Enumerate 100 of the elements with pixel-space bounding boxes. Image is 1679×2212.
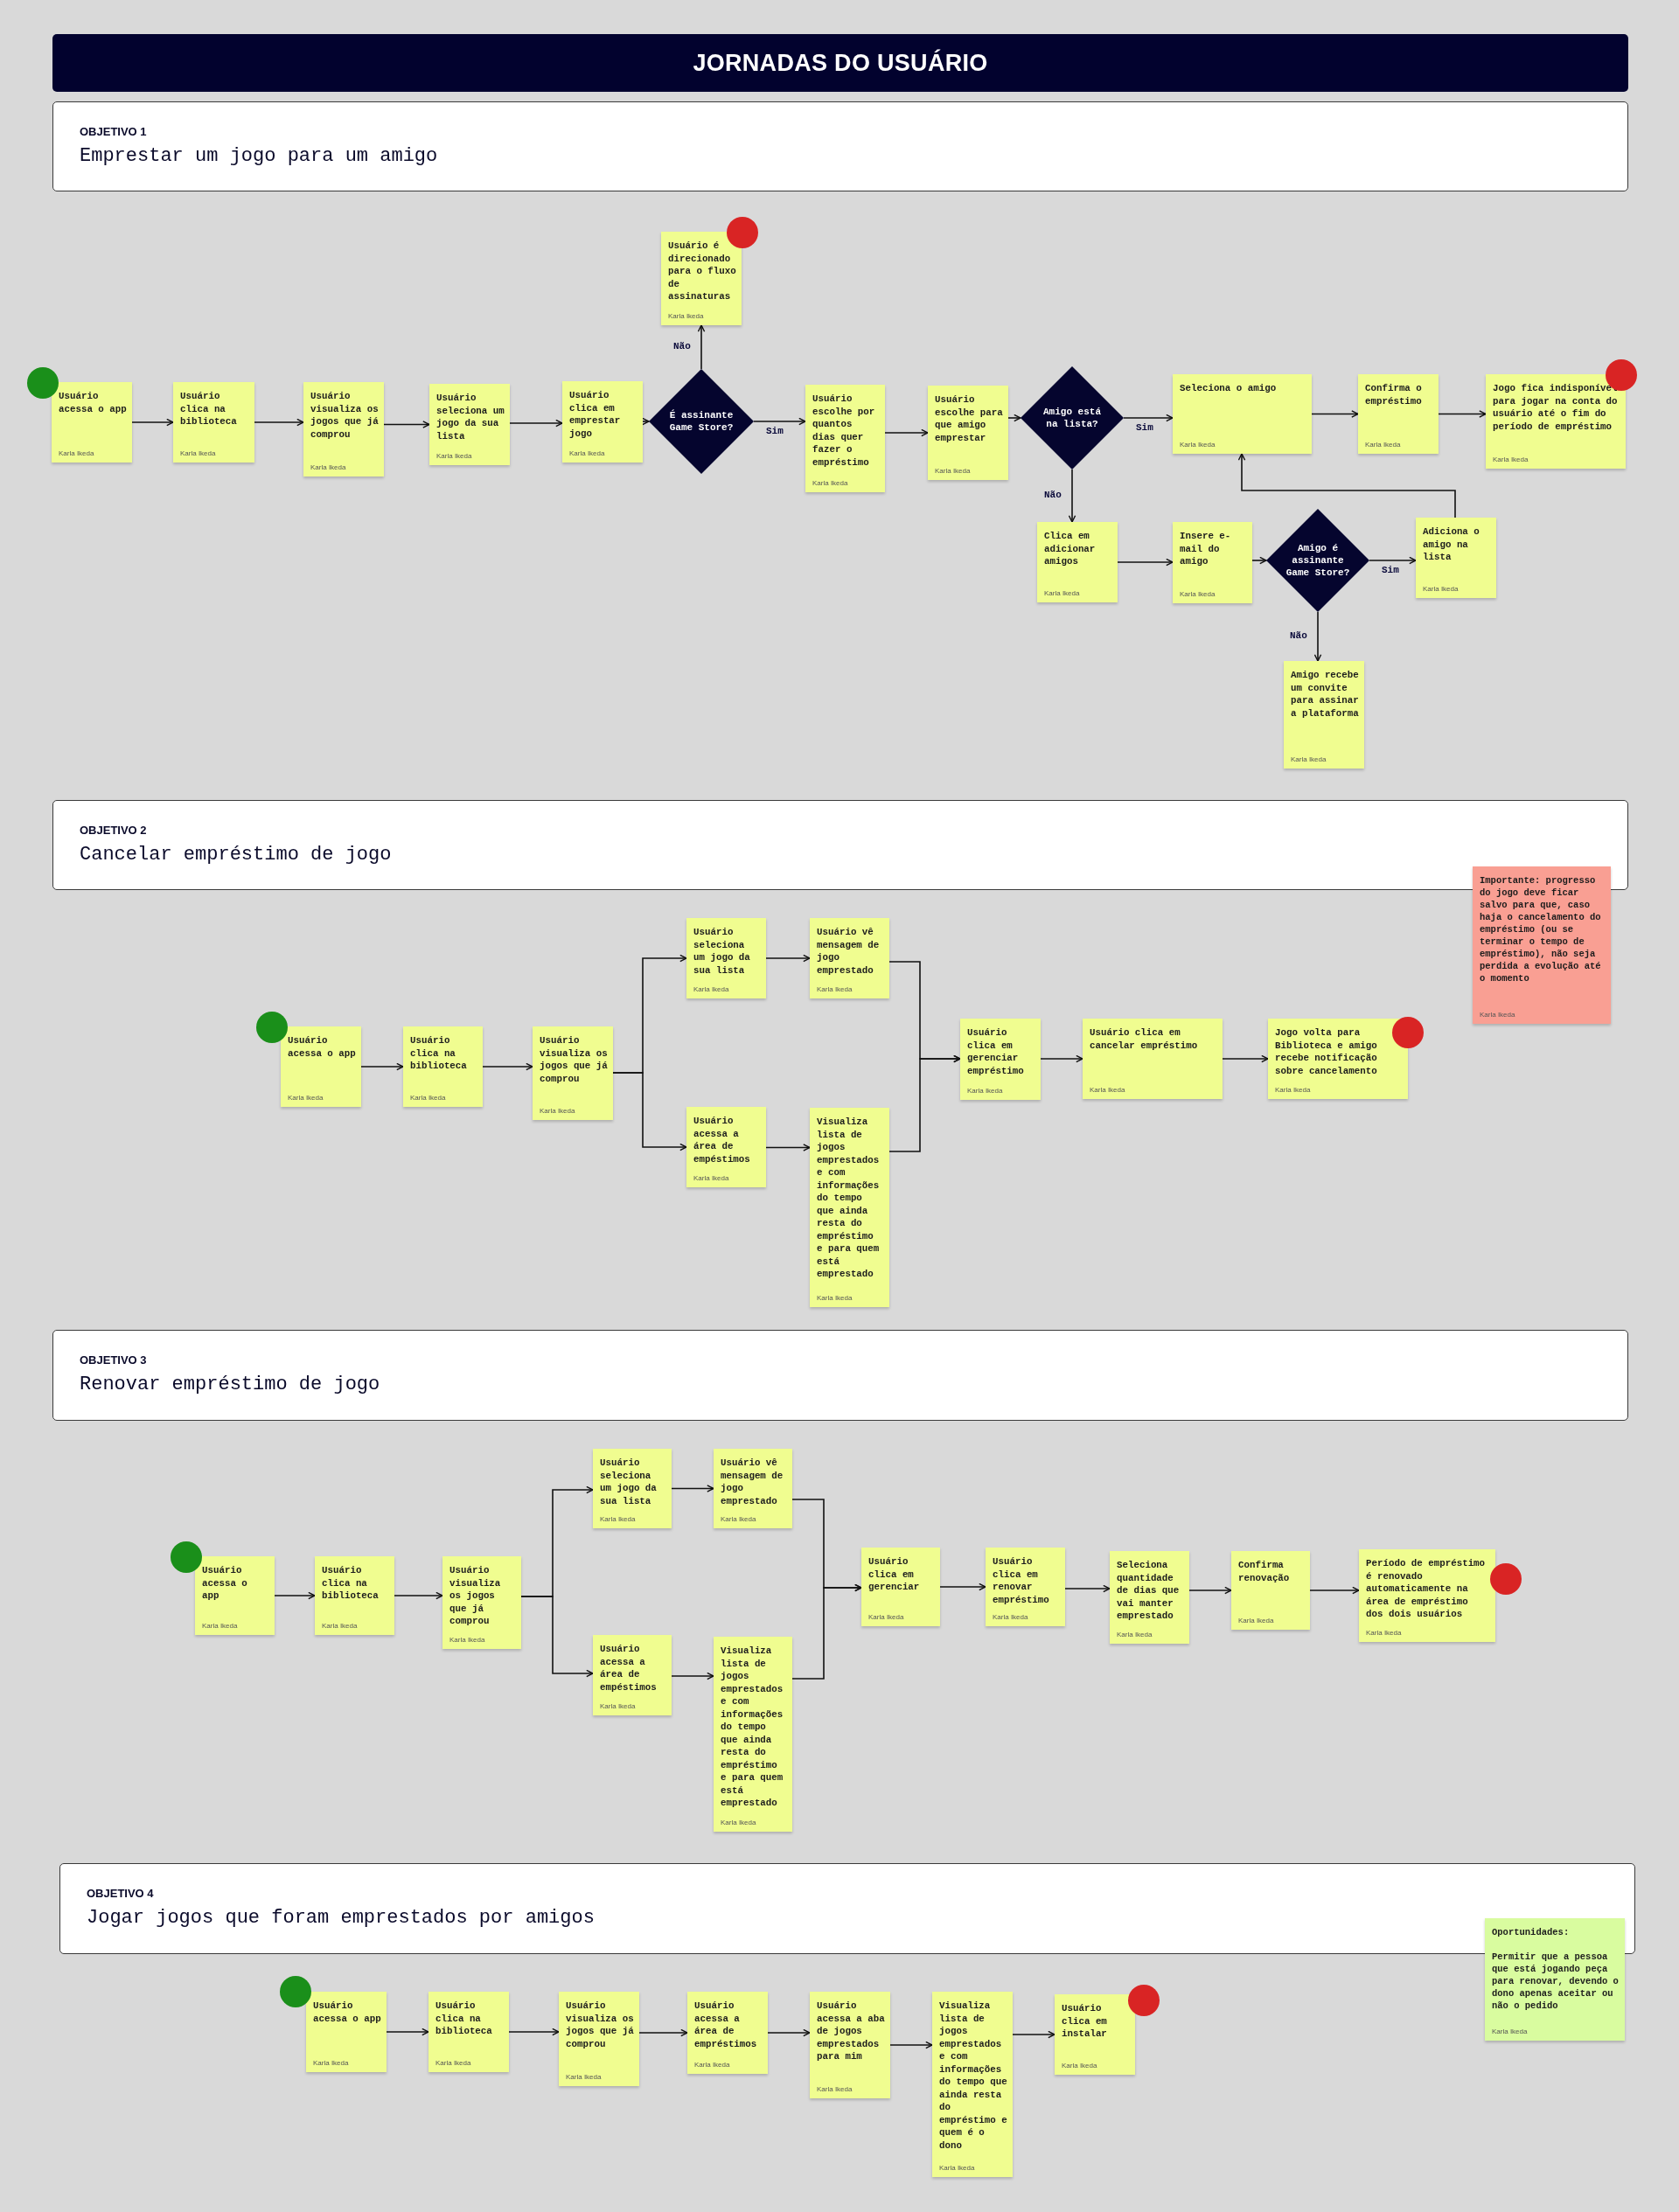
sticky-note	[428, 1992, 509, 2072]
sticky-note	[661, 232, 742, 325]
edge-label: Não	[1288, 630, 1309, 641]
arrow	[1313, 611, 1322, 662]
arrow	[939, 1582, 986, 1591]
start-dot	[171, 1541, 202, 1573]
edge-label: Sim	[1134, 422, 1155, 433]
sticky-note	[810, 1992, 890, 2098]
arrow	[254, 418, 304, 427]
arrow	[671, 1672, 714, 1680]
sticky-note	[1083, 1019, 1223, 1099]
author-name: Karla Ikeda	[540, 1107, 575, 1115]
end-dot	[1128, 1985, 1160, 2016]
author-name: Karla Ikeda	[721, 1819, 756, 1826]
arrow	[131, 418, 174, 427]
arrow	[889, 2041, 933, 2049]
objective-title: Jogar jogos que foram emprestados por amigos	[87, 1907, 596, 1929]
start-dot	[280, 1976, 311, 2007]
edge-label: Não	[1042, 490, 1063, 500]
objective-label: OBJETIVO 2	[80, 824, 148, 837]
arrow	[1311, 410, 1359, 418]
note-text: Importante: progresso do jogo deve ficar salvo para que, caso haja o cancelamento do empréstimo (ou se terminar o tempo de empréstimo), não seja perdida a evolução até o momento	[1480, 874, 1602, 984]
note-text: Seleciona quantidade de dias que vai manter emprestado	[1117, 1559, 1181, 1623]
author-name: Karla Ikeda	[721, 1515, 756, 1523]
author-name: Karla Ikeda	[1090, 1086, 1125, 1094]
arrow	[765, 1144, 811, 1151]
arrow	[638, 2028, 688, 2037]
sticky-note	[1037, 522, 1118, 602]
note-text: Jogo volta para Biblioteca e amigo recebe notificação sobre cancelamento	[1275, 1026, 1378, 1077]
objective-panel	[52, 800, 1628, 890]
note-text: Usuário clica em gerenciar empréstimo	[967, 1026, 1025, 1077]
sticky-note	[686, 1107, 766, 1187]
arrow	[1438, 410, 1487, 418]
sticky-note	[960, 1019, 1041, 1100]
note-text: Usuário clica na biblioteca	[180, 390, 238, 428]
author-name: Karla Ikeda	[1117, 1631, 1153, 1638]
author-name: Karla Ikeda	[449, 1636, 485, 1644]
objective-title: Emprestar um jogo para um amigo	[80, 145, 439, 167]
note-text: Adiciona o amigo na lista	[1423, 525, 1480, 564]
note-text: Usuário visualiza os jogos que já comprou	[449, 1564, 502, 1628]
sticky-note	[805, 385, 885, 492]
note-text: Usuário seleciona um jogo da sua lista	[436, 392, 505, 442]
arrow	[612, 1072, 687, 1151]
note-text: Usuário clica na biblioteca	[410, 1034, 468, 1073]
arrow	[508, 2028, 560, 2036]
author-name: Karla Ikeda	[812, 479, 848, 487]
start-dot	[256, 1012, 288, 1043]
sticky-note	[52, 382, 132, 463]
note-text: Usuário vê mensagem de jogo emprestado	[817, 926, 881, 977]
note-text: Usuário acessa o app	[313, 2000, 381, 2025]
sticky-note	[562, 381, 643, 463]
sticky-note	[593, 1635, 672, 1715]
arrow	[697, 324, 706, 370]
sticky-note	[1055, 1994, 1135, 2075]
note-text: Usuário clica em instalar	[1062, 2002, 1108, 2041]
arrow	[274, 1591, 316, 1600]
sticky-note	[281, 1026, 361, 1107]
author-name: Karla Ikeda	[322, 1622, 358, 1630]
author-name: Karla Ikeda	[1044, 589, 1080, 597]
arrow	[753, 417, 806, 426]
note-text: Seleciona o amigo	[1180, 382, 1278, 395]
arrow	[791, 1583, 862, 1680]
author-name: Karla Ikeda	[817, 1294, 853, 1302]
arrow	[1007, 414, 1021, 422]
author-name: Karla Ikeda	[566, 2073, 602, 2081]
end-dot	[727, 217, 758, 248]
author-name: Karla Ikeda	[694, 2061, 730, 2069]
sticky-note	[593, 1449, 672, 1528]
note-text: Usuário clica em renovar empréstimo	[993, 1555, 1050, 1606]
note-text: Clica em adicionar amigos	[1044, 530, 1097, 568]
arrow	[1064, 1584, 1111, 1593]
sticky-note	[928, 386, 1008, 480]
note-text: Usuário acessa o app	[288, 1034, 356, 1060]
arrow	[642, 417, 650, 426]
note-text: Usuário escolhe para que amigo emprestar	[935, 393, 1003, 444]
decision-text: Amigo está na lista?	[1042, 406, 1102, 430]
arrow	[1251, 556, 1267, 565]
sticky-note	[686, 918, 766, 998]
note-text: Usuário acessa a área de empéstimos	[600, 1643, 658, 1694]
author-name: Karla Ikeda	[202, 1622, 238, 1630]
note-text: Usuário seleciona um jogo da sua lista	[693, 926, 751, 977]
author-name: Karla Ikeda	[868, 1613, 904, 1621]
note-text: Jogo fica indisponível para jogar na conta do usuário até o fim do período de empréstimo	[1493, 382, 1619, 433]
arrow	[884, 428, 929, 437]
end-dot	[1490, 1563, 1522, 1595]
edge-label: Não	[672, 341, 693, 351]
arrow	[1012, 2030, 1055, 2039]
sticky-note	[714, 1449, 792, 1528]
sticky-note	[932, 1992, 1013, 2177]
sticky-note	[861, 1548, 940, 1626]
arrow	[671, 1485, 714, 1492]
objective-label: OBJETIVO 1	[80, 125, 148, 138]
note-heading: Oportunidades:	[1492, 1926, 1571, 1938]
note-text: Visualiza lista de jogos emprestados e com informações do tempo que ainda resta do empréstimo e para quem está emprestado	[817, 1116, 881, 1281]
arrow	[482, 1062, 533, 1071]
objective-panel	[52, 1330, 1628, 1421]
sticky-note	[1486, 374, 1626, 469]
sticky-note	[533, 1026, 613, 1120]
objective-panel	[52, 101, 1628, 191]
arrow	[386, 2028, 429, 2036]
